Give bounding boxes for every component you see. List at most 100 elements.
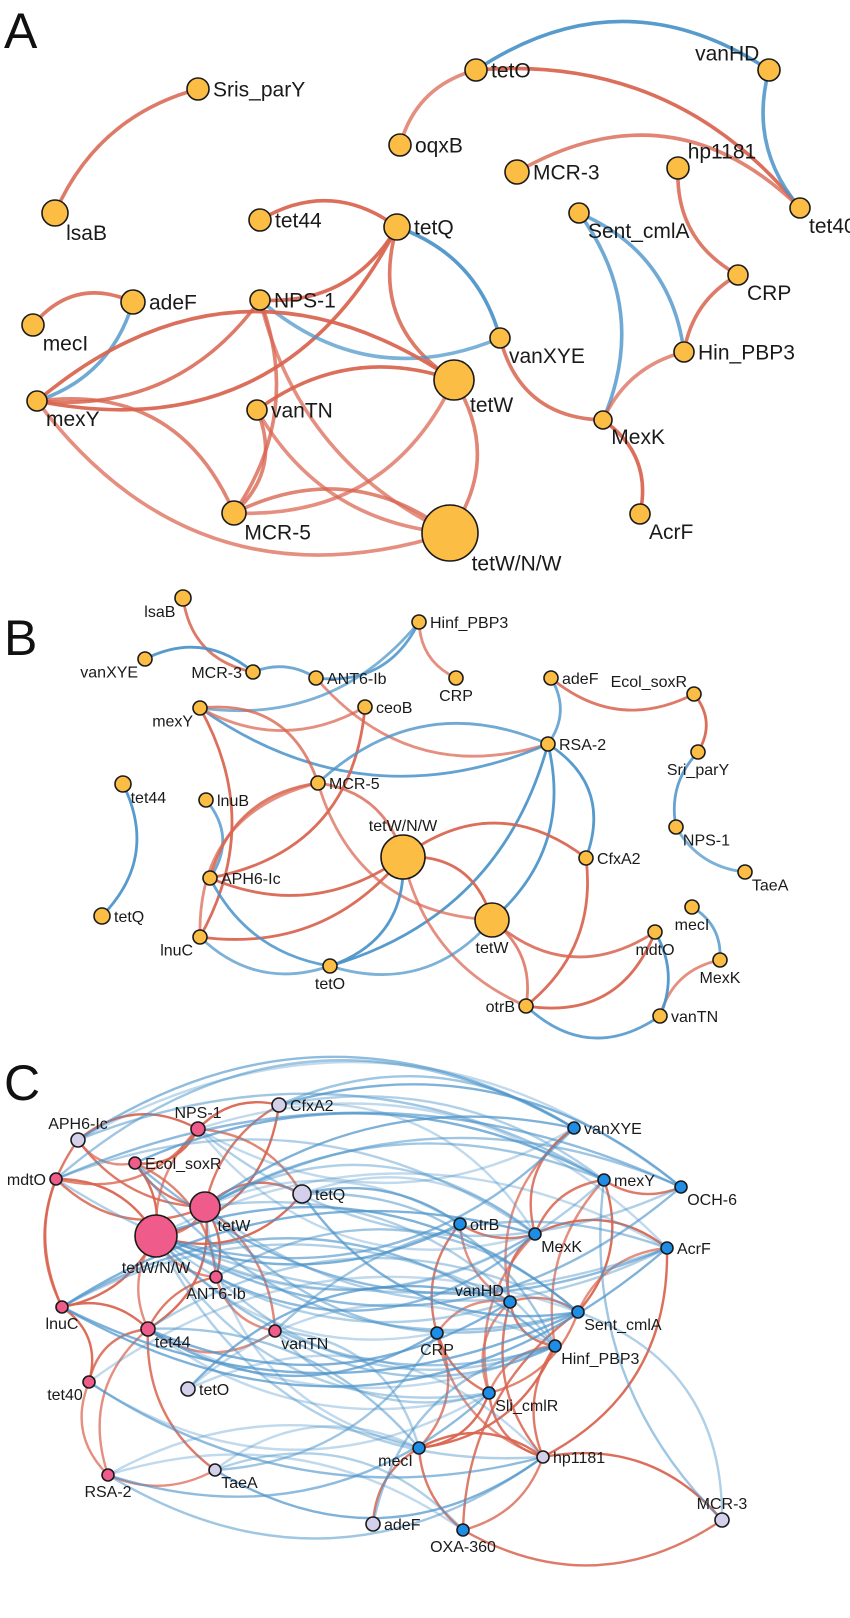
edge-lnuC-tetO [198,935,332,976]
edge-NPS-1-AcrF [196,1102,669,1250]
node-label-CRP: CRP [747,282,791,305]
edge-tetW-tet44 [146,1205,208,1331]
edge-tetQ-NPS-1 [258,225,399,303]
node-tetQ [93,907,111,925]
edge-RSA-2-tetO [328,742,550,968]
node-tetW [433,359,475,401]
edge-CfxA2-mexY [277,1095,606,1182]
node-Hin_PBP3 [673,341,695,363]
node-label-MexK: MexK [700,970,741,987]
node-tetWNW [380,834,426,880]
panel-c-letter: C [4,1055,40,1111]
edge-tetQ-Sent_cmlA [300,1192,580,1318]
edge-mexY-tetW [35,309,456,403]
node-Hinf_PBP3 [411,614,427,630]
edge-adeF-Ecol_soxR [549,676,696,712]
node-label-ANT6-Ib: ANT6-Ib [186,1286,246,1303]
edge-NPS-1-tetQ [196,1127,304,1196]
node-label-Hinf_PBP3: Hinf_PBP3 [430,615,508,632]
edge-APH6-Ic-tetO [208,876,332,968]
edge-mexY-RSA-2 [198,706,550,778]
node-label-MCR-3: MCR-3 [533,162,600,185]
edge-NPS-1-vanXYE [258,298,502,361]
node-ANT6-Ib [209,1270,223,1284]
edge-mexY-NPS-1 [35,298,262,405]
edge-vanTN-tetW [255,365,456,412]
edge-APH6-Ic-mexY [76,1092,606,1182]
node-mdtO [49,1172,63,1186]
node-label-tetQ: tetQ [315,1187,345,1204]
node-label-Hinf_PBP3: Hinf_PBP3 [561,1351,639,1368]
edge-ANT6-Ib-Hinf_PBP3 [314,620,421,681]
edge-CfxA2-MexK [277,1102,537,1236]
node-otrB [518,998,534,1014]
edge-Hinf_PBP3-hp1181 [532,1344,557,1459]
edge-tet44-CRP [146,1327,439,1378]
edge-tet44-tetQ [258,198,399,229]
node-OCH-6 [674,1180,688,1194]
edge-tetW-mdtO [490,918,657,959]
node-label-mecI: mecI [43,333,89,356]
edge-MCR-5-RSA-2 [316,721,550,785]
edge-Hin_PBP3-MexK [601,350,686,422]
node-label-lnuB: lnuB [217,793,249,810]
edge-adeF-mecI [31,291,135,327]
node-tet40 [789,197,811,219]
edge-lnuC-vanHD [60,1243,512,1309]
edge-TaeA-CRP [213,1331,439,1472]
node-label-mecI: mecI [675,917,710,934]
edge-mdtO-lnuC [43,1177,64,1309]
node-mexY [192,700,208,716]
node-Sent_cmlA [571,1305,585,1319]
edge-MCR-3-tet40 [515,133,802,210]
node-CfxA2 [271,1097,287,1113]
panel-c-edges [43,1055,724,1567]
edge-TaeA-OXA-360 [213,1452,465,1532]
node-label-tetW: tetW [476,940,510,957]
edge-lnuC-Sent_cmlA [60,1305,580,1375]
edge-vanXYE-MCR-3 [143,645,255,674]
node-label-TaeA: TaeA [221,1475,258,1492]
node-label-lsaB: lsaB [66,222,107,245]
node-label-tetWNW: tetW/N/W [369,818,438,835]
node-label-lnuC: lnuC [46,1316,79,1333]
edge-mexY-MCR-5 [35,396,236,515]
node-label-Sent_cmlA: Sent_cmlA [584,1317,662,1334]
edge-NPS-1-TaeA [674,825,747,874]
edge-ANT6-Ib-MexK [214,1232,537,1312]
node-label-MCR-5: MCR-5 [329,776,380,793]
node-tetO [322,958,338,974]
node-MexK [593,410,613,430]
edge-Ecol_soxR-Sri_parY [692,692,708,754]
edge-NPS-1-MexK [196,1127,537,1251]
edge-Sent_cmlA-Hin_PBP3 [577,211,686,354]
edge-ceoB-APH6-Ic [208,705,367,880]
node-label-vanXYE: vanXYE [80,665,138,682]
node-MCR-3 [504,159,530,185]
edge-MCR-3-Sent_cmlA [576,1310,724,1522]
edge-MexK-Sli_cmlR [483,1232,537,1395]
edge-RSA-2-tetW [490,742,556,922]
node-RSA-2 [540,736,556,752]
node-label-otrB: otrB [470,1217,499,1234]
node-AcrF [660,1241,674,1255]
node-vanHD [757,58,781,82]
node-OXA-360 [456,1523,470,1537]
edge-vanHD-Hinf_PBP3 [508,1300,557,1348]
edge-mdtO-tetW [54,1177,207,1221]
node-label-tet44: tet44 [131,790,167,807]
node-label-tetO: tetO [199,1382,229,1399]
edge-tetQ-Hinf_PBP3 [300,1192,557,1348]
node-Sris_parY [186,77,210,101]
node-label-MexK: MexK [541,1239,582,1256]
edge-tetQ-mexY [35,225,399,412]
node-tetWNW [134,1214,178,1258]
node-Ecol_soxR [128,1156,142,1170]
node-adeF [365,1516,381,1532]
node-label-tetWNW: tetW/N/W [472,553,562,576]
node-vanXYE [137,651,153,667]
edge-tet44-vanHD [146,1300,512,1367]
panel-a-nodes: Sris_parYlsaBtetOvanHDoqxBMCR-3hp1181tet… [21,42,850,576]
edge-lnuC-Hinf_PBP3 [60,1237,557,1348]
edge-tetW-OCH-6 [203,1136,683,1209]
